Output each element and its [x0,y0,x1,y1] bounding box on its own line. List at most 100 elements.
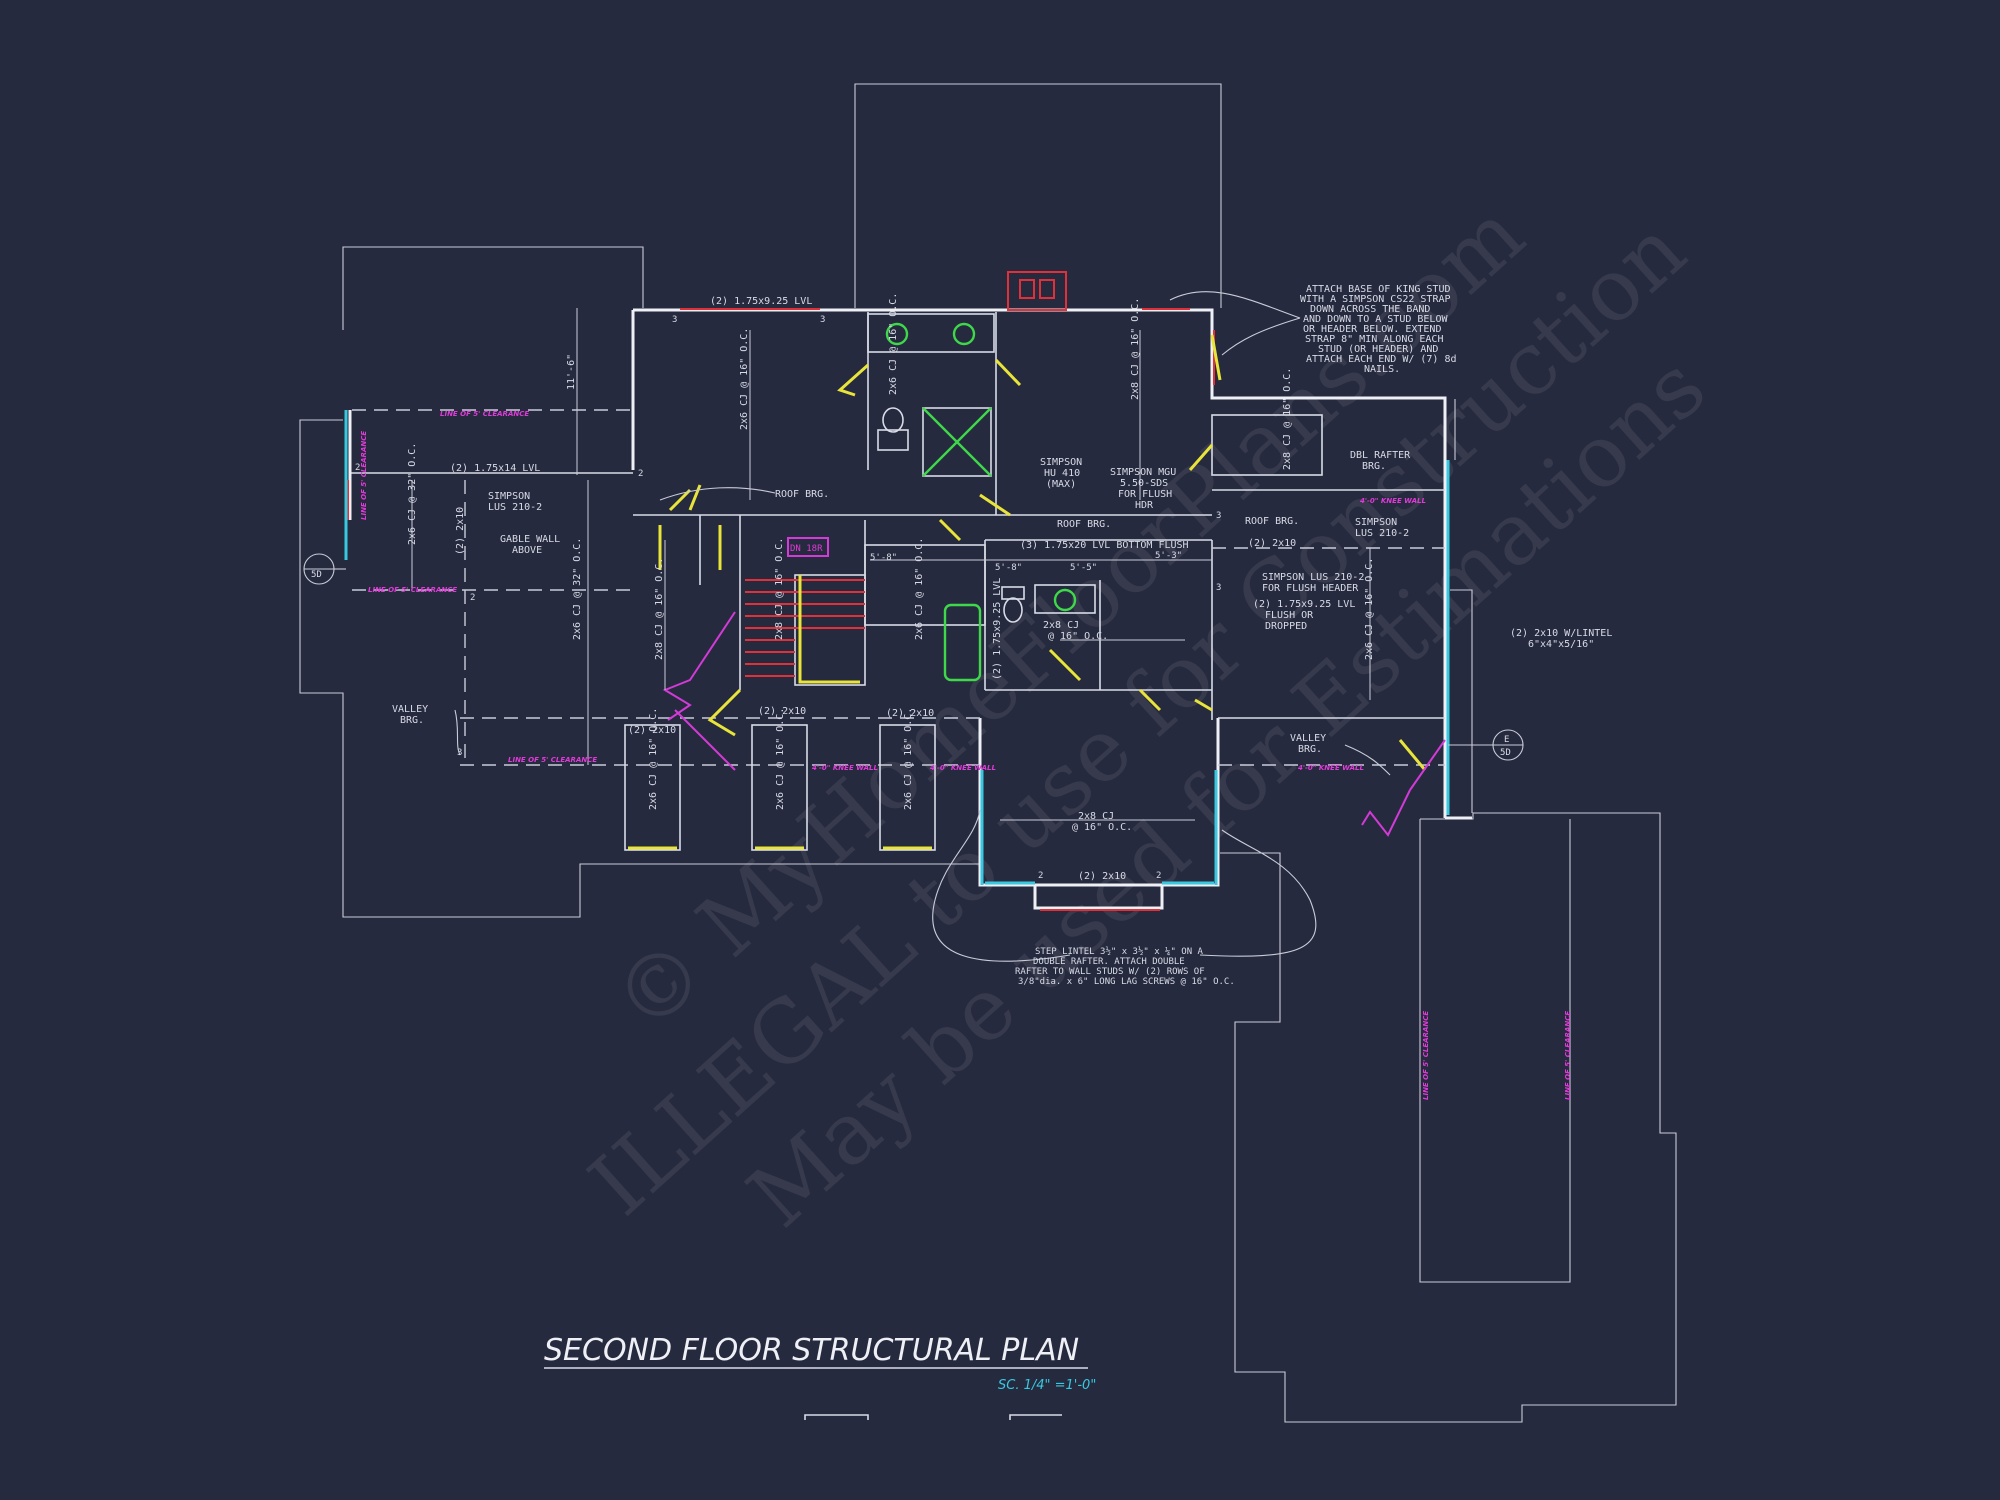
clearance-label-11: LINE OF 5' CLEARANCE [1564,1011,1572,1100]
label-simpson-mgu-1: SIMPSON MGU [1110,467,1176,478]
label-cj-bath-2: @ 16" O.C. [1048,631,1108,642]
label-simpson-lus-right-1: SIMPSON [1355,517,1397,528]
bath-fixtures [867,313,1096,682]
door-swing [1210,334,1222,381]
plan-labels: (2) 1.75x9.25 LVL (2) 1.75x14 LVL SIMPSO… [392,296,1612,882]
label-cj-right-small: 2x8 CJ @ 16" O.C. [1282,368,1293,470]
point-number: 3 [1216,511,1221,521]
plan-scale: SC. 1/4" =1'-0" [998,1378,1096,1393]
label-cj-bottom-1: 2x8 CJ [1078,811,1114,822]
label-cj-dormer3: 2x6 CJ @ 16" O.C. [903,708,914,810]
label-simpson-lus-left-2: LUS 210-2 [488,502,542,513]
point-number: 2 [1038,871,1043,881]
sink-right [952,322,976,346]
note-king-stud-line: AND DOWN TO A STUD BELOW [1303,314,1448,325]
label-simpson-mgu-4: HDR [1135,500,1154,511]
step-lintel-note: STEP LINTEL 3½" x 3½" x ¼" ON A DOUBLE R… [1015,946,1235,987]
bathtub [943,603,982,682]
door-swing [1048,648,1082,682]
clearance-diag [674,709,736,771]
label-2x10-right: (2) 2x10 [1248,538,1296,549]
toilet-bowl-2 [1003,597,1023,623]
label-lvl-flush-2: FLUSH OR [1265,610,1314,621]
label-roof-brg-3: ROOF BRG. [1245,516,1299,527]
vanity-2 [1034,584,1096,614]
roof-inner-right [1419,819,1571,1283]
section-markers: 5D E 5D [303,553,1524,761]
roof-outline-right [1220,812,1677,1423]
callout-curves [454,291,1391,962]
point-number: 3 [1216,583,1221,593]
wall-bedroom-bottom [978,718,1220,887]
label-dim-5a: 5'-8" [870,553,897,563]
label-cj-stair: 2x8 CJ @ 16" O.C. [774,538,785,640]
label-lvl-flush-3: DROPPED [1265,621,1307,632]
note-king-stud-line: OR HEADER BELOW. EXTEND [1303,324,1441,335]
label-dim-5b: 5'-8" [995,563,1022,573]
door-swing [938,518,962,542]
label-simpson-lus-right-2: LUS 210-2 [1355,528,1409,539]
label-2x10-c: (2) 2x10 [886,708,934,719]
label-dim-11: 11'-6" [566,354,577,390]
note-step-lintel-line: RAFTER TO WALL STUDS W/ (2) ROWS OF [1015,967,1205,977]
note-king-stud-line: WITH A SIMPSON CS22 STRAP [1300,294,1451,305]
clearance-leader-right-b [1409,739,1446,791]
section-marker-right-bottom: 5D [1500,748,1511,758]
section-marker-right-top: E [1504,735,1509,745]
label-simpson-hu-2: HU 410 [1044,468,1080,479]
clearance-label-6: 4'-0" KNEE WALL [812,764,878,772]
scale-bar-right [1009,1414,1062,1420]
stair-rail [798,575,860,684]
callout-valley-right [1344,744,1391,776]
point-number: 3 [672,315,677,325]
vanity-top [867,313,995,353]
label-lvl-vert: (2) 1.75x9.25 LVL [992,578,1003,680]
roof-outline-right-mid [1450,589,1473,813]
label-simpson-mgu-3: FOR FLUSH [1118,489,1172,500]
point-number: 3 [457,748,462,758]
roof-outline-left [299,419,980,918]
label-simpson-hu-1: SIMPSON [1040,457,1082,468]
watermark: © MyHomeFloorPlans.com ILLEGAL to use fo… [571,184,1724,1247]
label-roof-brg-1: ROOF BRG. [775,489,829,500]
clearance-label-2: LINE OF 5' CLEARANCE [368,586,457,594]
label-cj-right: 2x6 CJ @ 16" O.C. [1364,558,1375,660]
section-marker-left-label: 5D [311,570,322,580]
chimney [1007,271,1067,311]
note-king-stud-line: DOWN ACROSS THE BAND [1310,304,1430,315]
label-2x10-vert: (2) 2x10 [455,507,466,555]
door-swings [658,334,1427,771]
label-gable-wall-2: ABOVE [512,545,542,556]
point-number: 2 [470,593,475,603]
note-king-stud-line: STRAP 8" MIN ALONG EACH [1305,334,1443,345]
door-swing [1398,739,1427,771]
label-valley-right-1: VALLEY [1290,733,1326,744]
door-swing [1194,698,1213,712]
plan-title: SECOND FLOOR STRUCTURAL PLAN [544,1333,1079,1368]
clearance-label-1: LINE OF 5' CLEARANCE [440,410,529,418]
label-cj-left2: 2x6 CJ @ 32" O.C. [407,443,418,545]
door-swing [1188,444,1214,471]
stair-dn-box [787,537,829,557]
callout-roof-brg [659,487,776,501]
door-swing [979,493,1011,517]
label-cj-bed1: 2x8 CJ @ 16" O.C. [654,558,665,660]
label-cj-bath2: 2x6 CJ @ 16" O.C. [888,293,899,395]
wall-bay [1033,885,1164,910]
label-dbl-rafter-1: DBL RAFTER [1350,450,1411,461]
clearance-label-9: 4'-0" KNEE WALL [1360,497,1426,505]
roof-outlines [299,83,1677,1423]
door-swing [688,484,702,511]
label-dn: DN 18R [790,544,823,554]
door-swing [994,358,1022,387]
shower [922,407,992,477]
note-step-lintel-line: 3/8"dia. x 6" LONG LAG SCREWS @ 16" O.C. [1018,977,1235,987]
rotated-labels: 11'-6" 2x6 CJ @ 32" O.C. 2x6 CJ @ 32" O.… [407,293,1375,810]
dormers [624,724,936,851]
label-cj-bottom-2: @ 16" O.C. [1072,822,1132,833]
label-cj-bed2: 2x8 CJ @ 16" O.C. [1130,298,1141,400]
door-swing [668,488,692,512]
scale-bar-left [804,1414,869,1420]
beam-lines [352,409,1445,766]
